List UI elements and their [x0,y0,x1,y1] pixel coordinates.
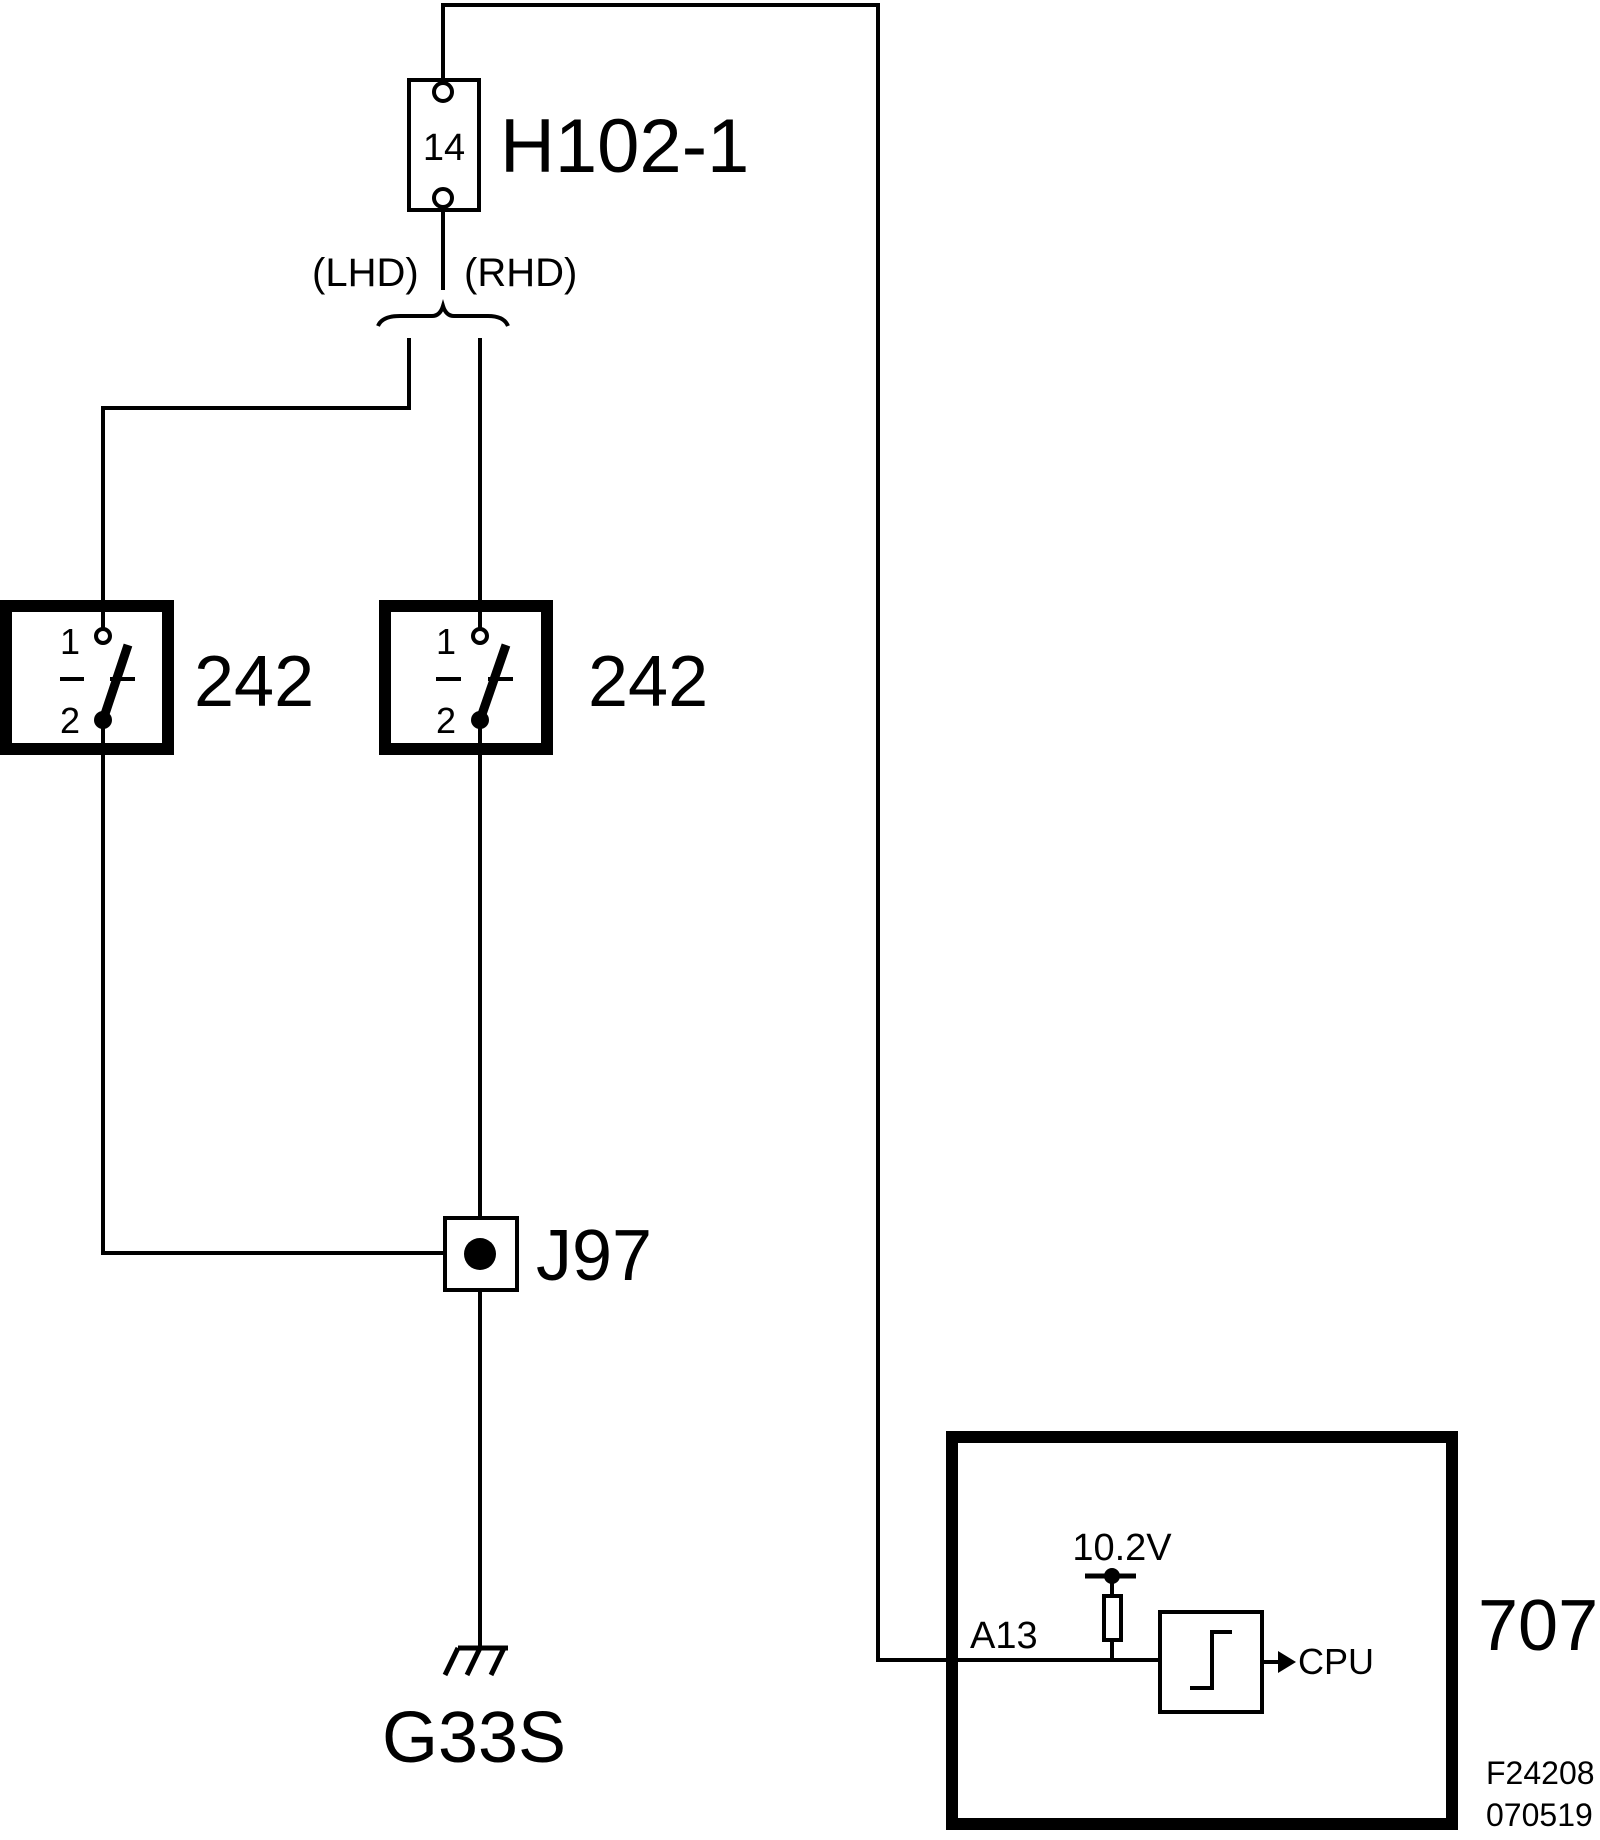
figure-code-line1: F24208 [1486,1755,1595,1791]
ground-g33s: G33S [382,1645,566,1778]
fuse-terminal-bottom [432,187,454,209]
fuse-label: H102-1 [500,104,749,189]
switch-pin-bottom: 2 [436,700,456,741]
fuse-terminal-top [432,81,454,103]
schmitt-trigger-symbol [1190,1630,1232,1690]
cpu-label: CPU [1298,1641,1374,1682]
switch-pin-bottom: 2 [60,700,80,741]
junction-dot [464,1238,496,1270]
switch-contact-bottom [471,711,489,729]
ground-label: G33S [382,1698,566,1778]
pullup-resistor [1102,1594,1123,1642]
switch-242-rhd: 1 2 242 [379,600,708,755]
fuse-number: 14 [423,127,465,169]
switch-contact-top [471,627,489,645]
switch-body [0,600,174,755]
switch-blade [475,643,511,722]
switch-blade [98,643,133,722]
voltage-label: 10.2V [1072,1527,1172,1569]
variant-brace [376,299,510,327]
figure-code-line2: 070519 [1486,1797,1593,1833]
lhd-label: (LHD) [312,251,419,295]
switch-label: 242 [588,642,708,722]
module-body [946,1431,1458,1830]
junction-label: J97 [536,1216,652,1296]
switch-contact-bottom [94,711,112,729]
wires [101,3,1160,1662]
ground-hatch-2 [464,1646,483,1677]
switch-contact-top [94,627,112,645]
fuse-h102-1: 14 H102-1 [407,78,749,212]
module-707: 707 A13 10.2V CPU [946,1431,1598,1830]
rhd-label: (RHD) [464,251,577,295]
junction-j97: J97 [443,1216,652,1296]
cpu-arrow-icon [1278,1651,1296,1673]
ground-hatch-3 [488,1646,507,1677]
figure-code: F24208 070519 [1486,1755,1595,1833]
wire-switch1-to-junction [101,718,480,1255]
ground-hatch-1 [442,1646,461,1677]
module-label: 707 [1478,1586,1598,1666]
switch-body [379,600,553,755]
variant-split: (LHD) (RHD) [312,251,577,327]
module-pin-label: A13 [970,1615,1038,1657]
switch-label: 242 [194,642,314,722]
switch-pin-top: 1 [60,621,80,662]
switch-242-lhd: 1 2 242 [0,600,314,755]
wire-lhd-branch [101,338,411,632]
switch-pin-top: 1 [436,621,456,662]
